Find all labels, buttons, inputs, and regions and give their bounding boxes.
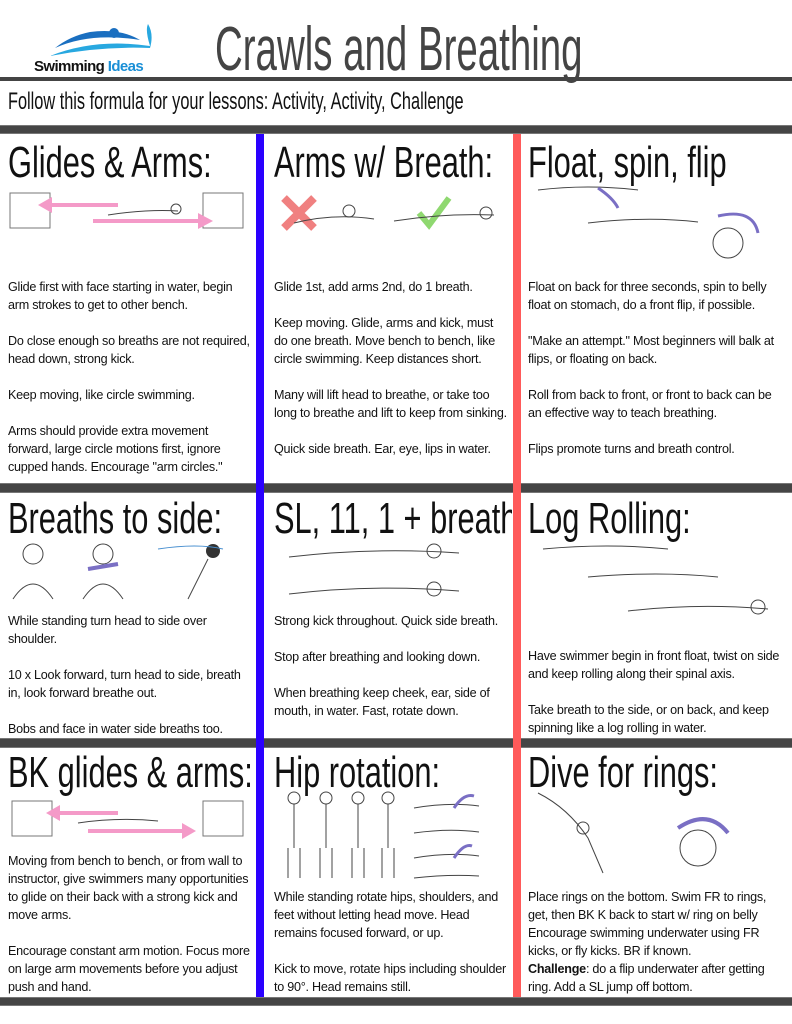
paragraph: Quick side breath. Ear, eye, lips in wat…	[274, 442, 491, 456]
divider-bar	[0, 997, 792, 1006]
paragraph: Keep moving. Glide, arms and kick, must …	[274, 316, 496, 366]
card-breaths-to-side: Breaths to side: While standing turn hea…	[8, 494, 254, 737]
card-text: While standing rotate hips, shoulders, a…	[274, 888, 508, 996]
blue-column-divider	[256, 134, 264, 997]
paragraph: Glide first with face starting in water,…	[8, 280, 233, 312]
card-title: Glides & Arms:	[8, 138, 212, 187]
logo-word: Swimming	[34, 58, 105, 75]
glide-bench-illustration	[9, 192, 244, 229]
card-text: Strong kick throughout. Quick side breat…	[274, 612, 508, 737]
card-text: Float on back for three seconds, spin to…	[528, 278, 786, 476]
divider	[0, 77, 792, 81]
paragraph: Keep moving, like circle swimming.	[8, 388, 195, 402]
paragraph: Flips promote turns and breath control.	[528, 442, 735, 456]
paragraph: Float on back for three seconds, spin to…	[528, 280, 767, 312]
paragraph: Arms should provide extra movement forwa…	[8, 424, 223, 474]
log-rolling-illustration	[542, 545, 769, 615]
card-text: Glide first with face starting in water,…	[8, 278, 250, 482]
subtitle: Follow this formula for your lessons: Ac…	[8, 88, 464, 115]
paragraph: Bobs and face in water side breaths too.	[8, 722, 223, 736]
paragraph: Many will lift head to breathe, or take …	[274, 388, 507, 420]
card-title: SL, 11, 1 + breath:	[274, 494, 512, 543]
paragraph: Do close enough so breaths are not requi…	[8, 334, 250, 366]
card-text: While standing turn head to side over sh…	[8, 612, 250, 737]
hip-rotation-illustration	[287, 791, 480, 879]
card-text: Glide 1st, add arms 2nd, do 1 breath. Ke…	[274, 278, 508, 476]
divider-bar	[0, 483, 792, 493]
dive-illustration	[537, 792, 730, 874]
card-title: Float, spin, flip	[528, 138, 727, 187]
paragraph: When breathing keep cheek, ear, side of …	[274, 686, 490, 718]
card-float-spin-flip: Float, spin, flip Float on back for thre…	[528, 138, 790, 482]
card-title: Hip rotation:	[274, 748, 441, 797]
paragraph: While standing rotate hips, shoulders, a…	[274, 890, 499, 940]
card-title: BK glides & arms:	[8, 748, 253, 797]
logo-word-accent: Ideas	[107, 58, 144, 75]
card-text: Have swimmer begin in front float, twist…	[528, 647, 786, 737]
paragraph: Take breath to the side, or on back, and…	[528, 703, 769, 735]
card-title: Breaths to side:	[8, 494, 223, 543]
card-bk-glides-arms: BK glides & arms: Moving from bench to b…	[8, 748, 254, 996]
paragraph: Moving from bench to bench, or from wall…	[8, 854, 249, 922]
card-title: Dive for rings:	[528, 748, 718, 797]
paragraph: Stop after breathing and looking down.	[274, 650, 481, 664]
logo: Swimming Ideas	[30, 22, 165, 78]
challenge-text: : do a flip underwater after getting rin…	[528, 962, 765, 994]
paragraph: Kick to move, rotate hips including shou…	[274, 962, 506, 994]
paragraph: While standing turn head to side over sh…	[8, 614, 207, 646]
paragraph: "Make an attempt." Most beginners will b…	[528, 334, 774, 366]
side-kick-illustration	[288, 543, 460, 597]
card-text: Moving from bench to bench, or from wall…	[8, 852, 250, 996]
card-title: Log Rolling:	[528, 494, 691, 543]
card-title: Arms w/ Breath:	[274, 138, 494, 187]
card-text: Place rings on the bottom. Swim FR to ri…	[528, 888, 786, 996]
card-sl-11-1-breath: SL, 11, 1 + breath: Strong kick througho…	[274, 494, 512, 737]
paragraph: Strong kick throughout. Quick side breat…	[274, 614, 499, 628]
challenge-label: Challenge	[528, 962, 586, 976]
paragraph: Have swimmer begin in front float, twist…	[528, 649, 780, 681]
float-spin-flip-illustration	[537, 186, 760, 259]
paragraph: Place rings on the bottom. Swim FR to ri…	[528, 890, 767, 958]
card-log-rolling: Log Rolling: Have swimmer begin in front…	[528, 494, 790, 737]
paragraph: Glide 1st, add arms 2nd, do 1 breath.	[274, 280, 473, 294]
divider-bar	[0, 125, 792, 134]
red-column-divider	[513, 134, 521, 997]
challenge-paragraph: Challenge: do a flip underwater after ge…	[528, 960, 786, 996]
card-hip-rotation: Hip rotation: While standing rotate hips…	[274, 748, 512, 996]
divider-bar	[0, 738, 792, 748]
card-dive-for-rings: Dive for rings: Place rings on the botto…	[528, 748, 790, 996]
card-arms-breath: Arms w/ Breath: Glide 1st, add arms 2nd,…	[274, 138, 512, 482]
head-turn-illustration	[12, 543, 224, 600]
paragraph: 10 x Look forward, turn head to side, br…	[8, 668, 241, 700]
card-glides-arms: Glides & Arms: Glide first with face sta…	[8, 138, 254, 482]
breathing-illustration	[281, 195, 495, 231]
back-glide-bench-illustration	[11, 800, 244, 839]
swimmer-logo-icon	[50, 24, 152, 56]
paragraph: Encourage constant arm motion. Focus mor…	[8, 944, 250, 994]
paragraph: Roll from back to front, or front to bac…	[528, 388, 772, 420]
page-title: Crawls and Breathing	[215, 15, 583, 84]
